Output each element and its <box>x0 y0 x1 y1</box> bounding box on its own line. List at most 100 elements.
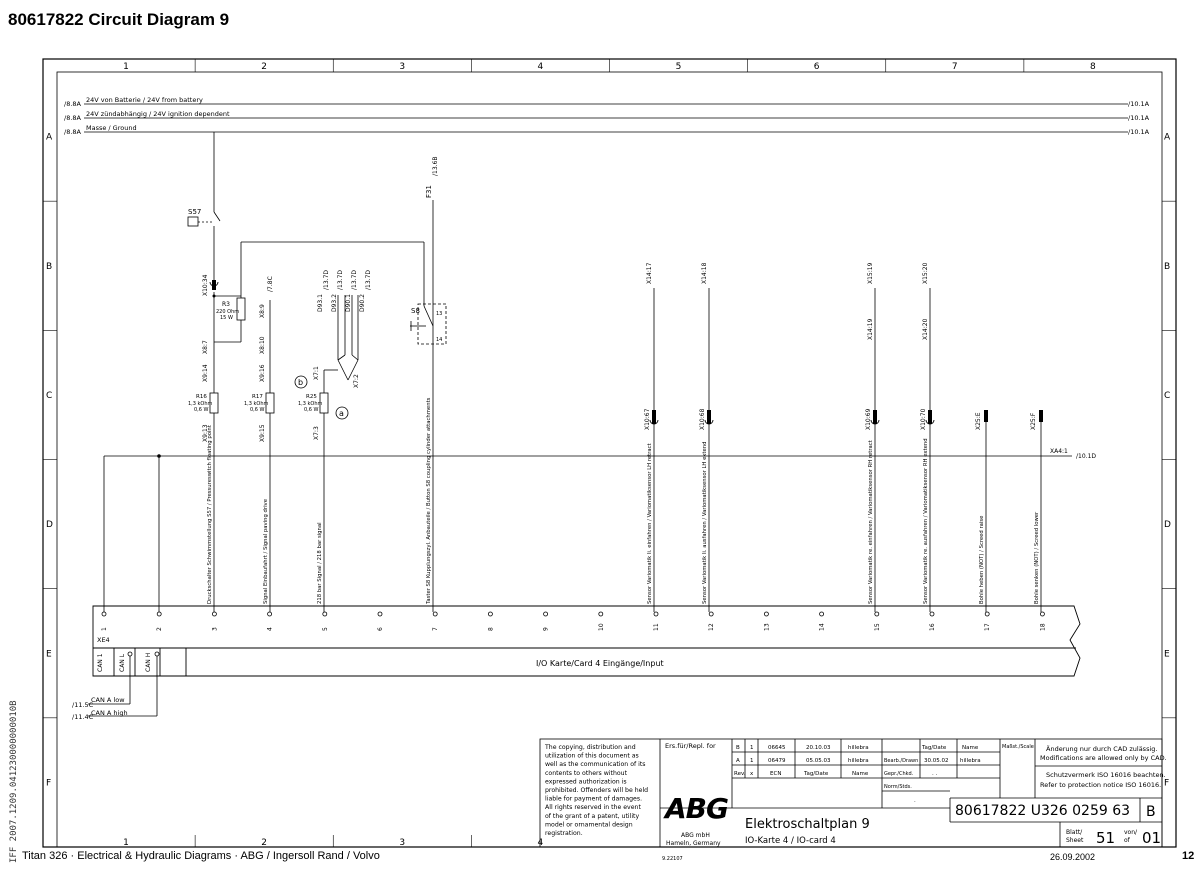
label-r17-val2: 0,6 W <box>250 407 265 413</box>
label-d90-1: D90.1 <box>345 294 352 312</box>
label-x8-7: X8:7 <box>202 340 209 354</box>
rev-b-letter: B <box>736 745 740 751</box>
copyright-line: utilization of this document as <box>545 753 639 760</box>
label-s8: S8 <box>411 307 420 315</box>
signal-label-pin12: Sensor Variomatik li. ausfahren / Variom… <box>702 442 708 604</box>
grid-row-label: E <box>46 649 52 659</box>
card-pin-terminal <box>874 611 880 617</box>
card-pin-terminal <box>377 611 383 617</box>
label-x7-3: X7:3 <box>313 426 320 440</box>
drawing-revision: B <box>1146 804 1156 820</box>
gepr-val: . . <box>932 771 937 777</box>
label-s8-13: 13 <box>436 311 442 317</box>
side-code: IFF 2007.1209.041230000000010B <box>9 700 19 863</box>
drawing-number: 80617822 U326 0259 63 <box>955 803 1130 819</box>
grid-col-label-bottom: 2 <box>261 838 267 848</box>
grid-row-label-right: A <box>1164 133 1171 143</box>
io-card-outline <box>92 605 1081 677</box>
copyright-line: of the grant of a patent, utility <box>545 813 639 820</box>
rev-a-n: 1 <box>750 758 754 764</box>
label-x8-9-ref: /7.8C <box>267 276 274 292</box>
rail-1-ref: /8.8A <box>64 100 82 108</box>
label-r16-val2: 0,6 W <box>194 407 209 413</box>
bearb-name: hillebra <box>960 758 981 764</box>
rail-3-ref: /8.8A <box>64 128 82 136</box>
label-x7-1: X7:1 <box>313 366 320 380</box>
card-pin-number: 15 <box>874 623 881 631</box>
signal-label-pin5: 218 bar Signal / 218 bar signal <box>317 522 323 604</box>
rail-2-ref: /8.8A <box>64 114 82 122</box>
copyright-line: prohibited. Offenders will be held <box>545 787 648 794</box>
card-pin-number: 3 <box>211 627 218 631</box>
grid-row-label-right: C <box>1164 391 1170 401</box>
grid-row-label-right: F <box>1164 778 1169 788</box>
copyright-line: All rights reserved in the event <box>545 804 641 811</box>
label-d93-2-ref: /13.7D <box>337 270 344 290</box>
grid-row-label-right: D <box>1164 520 1171 530</box>
grid-row-label-right: E <box>1164 649 1170 659</box>
label-f31-ref: /13.6B <box>432 157 439 177</box>
rev-hdr-date: Tag/Date <box>803 771 829 777</box>
label-x7-2: X7:2 <box>353 374 360 388</box>
label-x14-19: X14:19 <box>867 318 874 340</box>
can-high-ref: /11.4C <box>72 713 94 721</box>
card-pin-terminal <box>653 611 659 617</box>
of-label: of <box>1124 837 1131 844</box>
signal-label-pin17: Bohle heben (NOT) / Screed raise <box>979 516 985 604</box>
card-pin-number: 4 <box>267 627 274 631</box>
rev-a-date: 05.05.03 <box>806 758 831 764</box>
label-d90-2: D90.2 <box>359 294 366 312</box>
rail-1-label: 24V von Batterie / 24V from battery <box>86 96 203 104</box>
card-pin-terminal <box>1040 611 1045 617</box>
card-title: I/O Karte/Card 4 Eingänge/Input <box>536 659 664 668</box>
rev-hdr-rev: Rev. <box>734 771 746 777</box>
card-pin-number: 16 <box>929 623 936 631</box>
grid-col-label-bottom: 1 <box>123 838 129 848</box>
rev-hdr-ecn: ECN <box>770 771 781 777</box>
marker-b: b <box>298 378 303 387</box>
copyright-line: model or ornamental design <box>545 821 633 828</box>
copyright-line: registration. <box>545 830 583 837</box>
signal-label-pin18: Bohle senken (NOT) / Screed lower <box>1034 511 1040 604</box>
grid-col-label: 2 <box>261 62 267 72</box>
rail-3-ref-out: /10.1A <box>1128 128 1150 136</box>
rail-3-label: Masse / Ground <box>86 124 137 132</box>
rail-1-ref-out: /10.1A <box>1128 100 1150 108</box>
wiring <box>103 132 1072 612</box>
label-r16: R16 <box>196 394 207 400</box>
label-x9-15: X9:15 <box>259 424 266 442</box>
label-x15-19: X15:19 <box>867 262 874 284</box>
power-rails <box>84 103 1128 133</box>
label-r17-val1: 1,3 kOhm <box>244 401 269 407</box>
iso-line-1: Schutzvermerk ISO 16016 beachten. <box>1046 771 1166 779</box>
signal-label-pin7: Taster S8 Kupplungszyl. Anbauteile / But… <box>426 397 432 605</box>
card-pin-terminal <box>101 611 107 617</box>
label-x14-20: X14:20 <box>922 318 929 340</box>
grid-col-label: 5 <box>676 62 682 72</box>
label-f31: F31 <box>425 185 433 198</box>
sheet-label: Sheet <box>1066 837 1084 844</box>
can-high-label: CAN A high <box>91 709 128 717</box>
rev-a-letter: A <box>736 758 740 764</box>
rail-2-label: 24V zündabhängig / 24V ignition dependen… <box>86 110 230 118</box>
title-block-lines <box>539 738 1163 848</box>
card-pin-terminal <box>764 611 769 617</box>
label-d93-1-ref: /13.7D <box>323 270 330 290</box>
bearb-label: Bearb./Drawn <box>884 758 918 764</box>
massst-label: Maßst./Scale <box>1002 744 1034 750</box>
marker-a: a <box>339 409 344 418</box>
card-pin-number: 17 <box>984 623 991 631</box>
resistors <box>209 297 329 414</box>
label-r25-val1: 1,3 kOhm <box>298 401 323 407</box>
card-pin-terminal <box>211 611 217 617</box>
iso-line-2: Refer to protection notice ISO 16016. <box>1040 781 1161 789</box>
label-xa4-ref: /10.1D <box>1076 453 1096 460</box>
signal-label-pin11: Sensor Variomatik li. einfahren / Variom… <box>647 443 653 604</box>
card-pin-number: 9 <box>543 627 550 631</box>
copyright-text: The copying, distribution andutilization… <box>544 744 648 837</box>
company-name: ABG mbH <box>681 832 710 839</box>
bearb-date: 30.05.02 <box>924 758 949 764</box>
card-pin-number: 18 <box>1039 623 1046 631</box>
card-pin-terminal <box>432 611 438 617</box>
